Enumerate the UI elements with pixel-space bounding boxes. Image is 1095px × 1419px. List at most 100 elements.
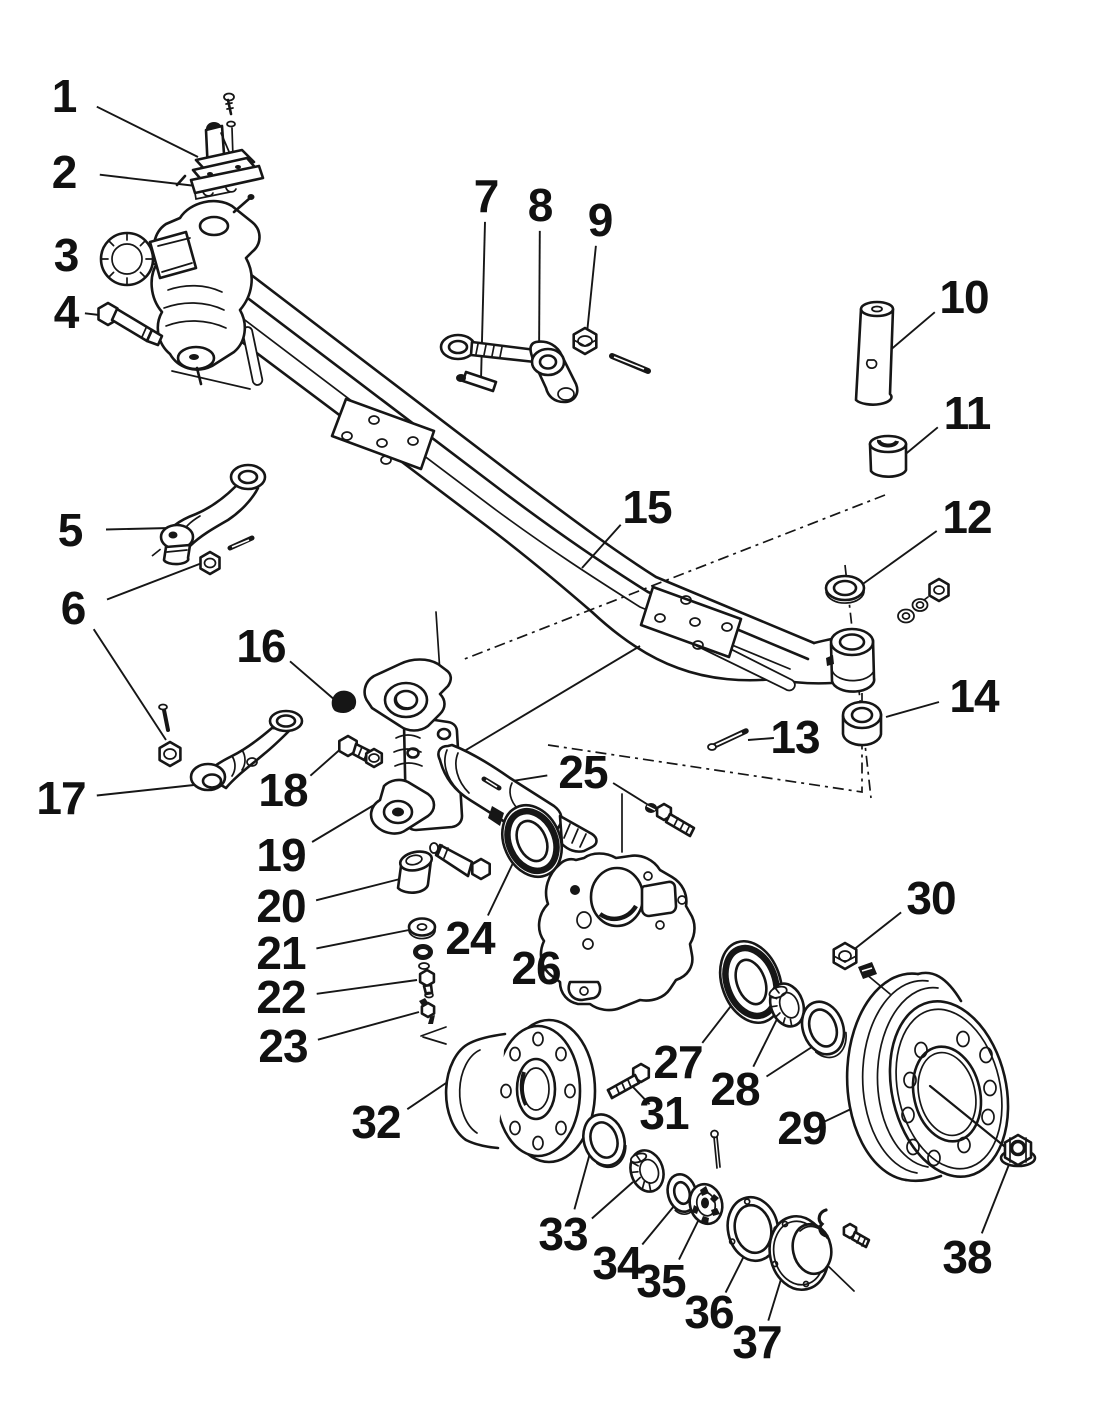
callout-25: 25 <box>558 746 608 798</box>
kingpin-bushing <box>868 434 908 478</box>
kingpin-bore <box>198 215 230 237</box>
callout-24: 24 <box>445 912 496 964</box>
leader-line-23 <box>317 1011 420 1041</box>
kingpin-eye-boss <box>826 627 876 693</box>
callout-1: 1 <box>52 70 77 122</box>
leader-line-38 <box>980 1161 1011 1234</box>
leader-line-11 <box>901 426 939 458</box>
washer-lockwasher-nut-stack <box>897 577 950 624</box>
callout-29: 29 <box>777 1102 826 1154</box>
callout-16: 16 <box>236 620 285 672</box>
leader-line-29 <box>823 1108 852 1123</box>
bearing-race-outer <box>582 1113 627 1169</box>
inner-bearing <box>768 982 806 1028</box>
hub-bolt-holes <box>500 1031 576 1151</box>
callout-5: 5 <box>58 504 83 556</box>
cotter-pin <box>158 703 170 732</box>
outer-bearing <box>629 1149 665 1193</box>
leader-line-1 <box>96 105 199 158</box>
cap-gasket <box>726 1195 780 1263</box>
brake-backing-plate <box>537 852 696 1012</box>
leader-line-16 <box>289 660 337 702</box>
callout-26: 26 <box>511 942 560 994</box>
leader-line-25-2 <box>612 782 651 807</box>
callout-32: 32 <box>351 1096 400 1148</box>
spring-seat-pad <box>330 397 436 471</box>
callout-18: 18 <box>258 764 308 816</box>
rubber-cap <box>331 690 357 715</box>
spring-seat-pad <box>639 585 743 659</box>
lock-nut <box>688 1182 724 1226</box>
callout-27: 27 <box>653 1036 702 1088</box>
pointer-arrow <box>420 1026 447 1045</box>
callout-35: 35 <box>636 1255 686 1307</box>
leader-line-12 <box>859 530 938 587</box>
callout-13: 13 <box>770 711 819 763</box>
spindle-seal <box>501 804 563 878</box>
leader-line-31 <box>631 1085 651 1105</box>
bearing-race <box>800 1000 847 1059</box>
callout-33: 33 <box>538 1208 587 1260</box>
thrust-washer <box>824 574 866 604</box>
castle-nut <box>572 326 598 356</box>
thrust-washer-small <box>407 917 437 940</box>
callout-20: 20 <box>256 880 305 932</box>
brake-drum <box>845 971 1010 1183</box>
castellated-cap <box>99 231 155 287</box>
wheel-stud <box>606 1062 651 1100</box>
axle-beam <box>224 272 876 693</box>
parts-layer <box>97 92 1037 1291</box>
nut <box>364 747 384 769</box>
callout-14: 14 <box>949 670 1000 722</box>
callout-19: 19 <box>256 829 305 881</box>
leader-line-24 <box>487 862 514 916</box>
leader-line-2 <box>99 173 197 187</box>
nut <box>199 550 221 576</box>
leader-line-9 <box>585 245 597 344</box>
leader-line-35 <box>678 1214 702 1261</box>
callout-30: 30 <box>906 872 955 924</box>
pinch-bolt <box>338 734 384 769</box>
steering-knuckle <box>363 658 598 881</box>
leader-line-36 <box>724 1251 747 1294</box>
leader-line-33 <box>573 1152 591 1210</box>
callout-31: 31 <box>639 1087 689 1139</box>
callout-7: 7 <box>474 170 499 222</box>
cotter-pin <box>609 353 651 374</box>
leader-line-28-2 <box>765 1044 816 1078</box>
leader-line-13 <box>747 737 774 741</box>
mount-rubber-pad <box>175 156 265 201</box>
callout-11: 11 <box>944 387 991 439</box>
callout-2: 2 <box>52 146 77 198</box>
leader-line-6-2 <box>92 628 167 741</box>
leader-line-33-2 <box>591 1181 634 1220</box>
o-ring <box>413 944 433 960</box>
cotter-pin <box>227 535 255 551</box>
callout-4: 4 <box>54 286 80 338</box>
callout-23: 23 <box>258 1020 307 1072</box>
steering-arm-upper <box>439 326 651 404</box>
leader-line-28 <box>752 1012 781 1068</box>
callout-8: 8 <box>528 179 553 231</box>
leader-lines-layer <box>84 105 1011 1321</box>
engine-mount-bracket <box>175 92 265 201</box>
leader-line-17 <box>96 784 195 797</box>
leader-line-6 <box>106 562 203 601</box>
leader-line-20 <box>315 878 401 902</box>
lock-bolt <box>645 802 696 838</box>
leader-line-15 <box>581 524 622 569</box>
leader-line-22 <box>316 979 418 995</box>
cap-bolt <box>842 1222 871 1249</box>
leader-line-37 <box>767 1275 783 1321</box>
callout-38: 38 <box>942 1231 992 1283</box>
leader-line-5 <box>105 527 171 531</box>
leader-line-32 <box>406 1078 453 1110</box>
drum-bolt-holes <box>901 1030 997 1167</box>
eye-bushing <box>841 700 883 747</box>
callout-10: 10 <box>939 271 988 323</box>
wheel-nut <box>999 1133 1037 1168</box>
knuckle-arm-lower <box>158 703 304 792</box>
